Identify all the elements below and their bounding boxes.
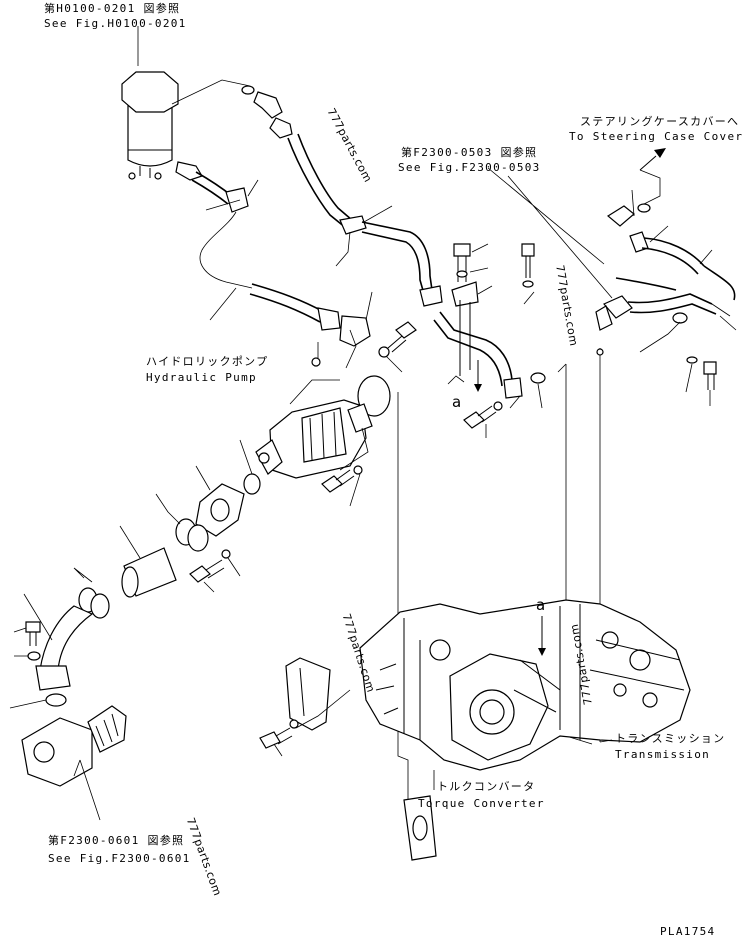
marker-a-lower: a	[536, 596, 546, 614]
ref-bottom-jp: 第F2300-0601 図参照	[48, 834, 185, 847]
ref-top-jp: 第H0100-0201 図参照	[44, 2, 181, 15]
hose-upper	[287, 133, 443, 307]
filter-tank	[121, 71, 179, 180]
transmission-label-jp: トランスミッション	[615, 732, 726, 745]
o-ring-lower	[45, 693, 67, 707]
elbow-pipe	[35, 605, 94, 691]
ref-top-en: See Fig.H0100-0201	[44, 17, 187, 30]
arrow-a-lower	[538, 616, 546, 656]
bracket-plate	[285, 657, 331, 731]
pump-label-jp: ハイドロリックポンプ	[146, 355, 269, 368]
torque-converter	[449, 653, 561, 761]
flange	[195, 483, 245, 537]
bolt-lower-left	[25, 621, 41, 661]
hose-left	[175, 161, 371, 347]
arrow-a-upper	[474, 360, 482, 392]
drawing-code: PLA1754	[660, 925, 716, 938]
bolt-mid-left	[189, 549, 231, 583]
bolt-pump-top	[311, 321, 417, 417]
ref-mid-en: See Fig.F2300-0503	[398, 161, 541, 174]
o-ring-small	[596, 348, 604, 356]
steering-label-en: To Steering Case Cover	[569, 130, 744, 143]
steering-label-jp: ステアリングケースカバーへ	[580, 115, 740, 128]
bolt-top-right-2	[521, 243, 535, 288]
o-ring-1	[243, 473, 261, 495]
strainer-assembly	[21, 705, 127, 787]
hose-clamp-upper	[175, 518, 209, 552]
hydraulic-pump	[255, 399, 373, 479]
lower-flange	[403, 795, 437, 861]
torque-label-en: Torque Converter	[418, 797, 545, 810]
marker-a-upper: a	[452, 393, 462, 411]
bolt-bottom	[259, 719, 299, 749]
pump-label-en: Hydraulic Pump	[146, 371, 257, 384]
elbow-fitting-top	[241, 85, 293, 139]
ref-bottom-en: See Fig.F2300-0601	[48, 852, 191, 865]
clamp-bracket	[451, 281, 479, 376]
torque-label-jp: トルクコンバータ	[437, 780, 536, 793]
pipe-middle	[433, 311, 546, 399]
hose-clamp-lower	[78, 587, 110, 619]
bolt-top-right-1	[453, 243, 471, 282]
bolt-pump-bottom	[321, 465, 363, 493]
steering-fittings	[595, 203, 736, 390]
bolt-mid-right	[463, 401, 503, 429]
transmission-label-en: Transmission	[615, 748, 711, 761]
rubber-hose	[121, 547, 177, 598]
ref-mid-jp: 第F2300-0503 図参照	[401, 146, 538, 159]
